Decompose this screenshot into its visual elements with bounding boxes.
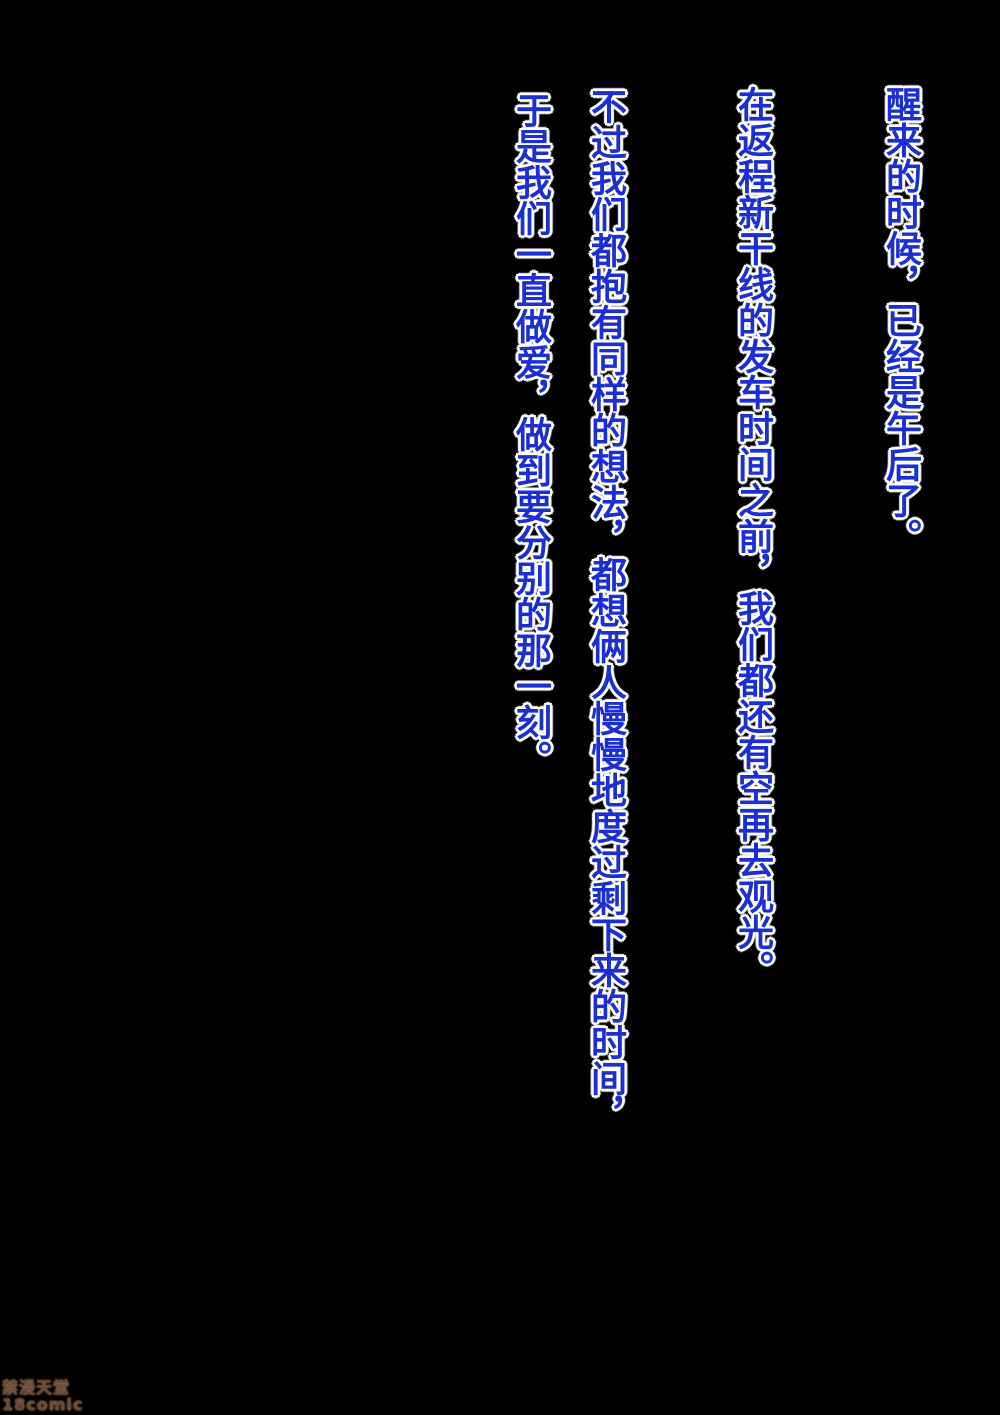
narration-column-1: 醒来的时候，已经是午后了。 <box>880 86 921 554</box>
narration-column-4: 于是我们一直做爱，做到要分别的那一刻。 <box>510 92 551 776</box>
narration-column-3: 不过我们都抱有同样的想法，都想俩人慢慢地度过剩下来的时间， <box>585 88 626 1132</box>
watermark-line-2: 18comic <box>2 1395 84 1414</box>
watermark: 禁漫天堂 18comic <box>2 1379 83 1413</box>
narration-column-2: 在返程新干线的发车时间之前，我们都还有空再去观光。 <box>732 86 773 986</box>
watermark-line-1: 禁漫天堂 <box>2 1378 71 1397</box>
